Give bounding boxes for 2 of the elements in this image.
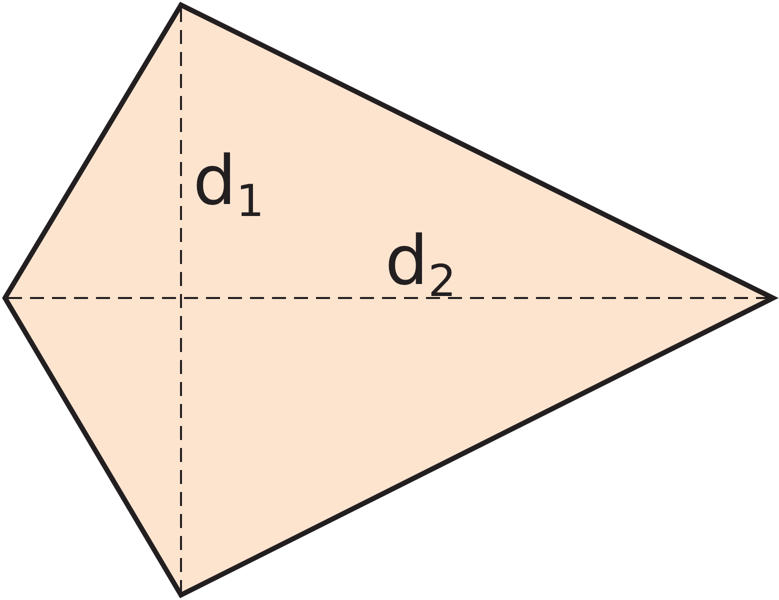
diagonal-label: d$_{1}$ — [193, 148, 264, 224]
diagonal-label: d$_{2}$ — [385, 228, 456, 304]
